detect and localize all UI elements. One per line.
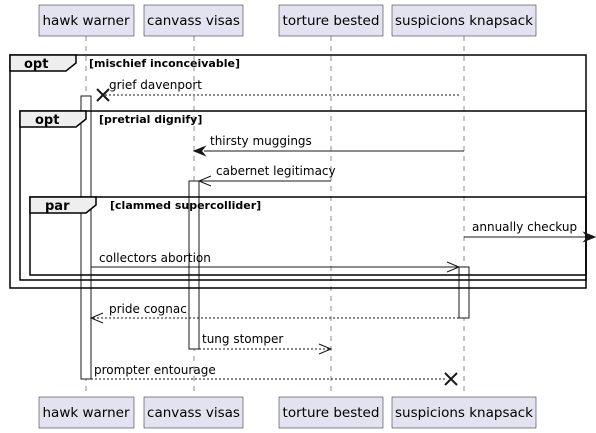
arrowhead-open-icon bbox=[446, 261, 461, 273]
arrowhead-filled-icon bbox=[582, 231, 596, 243]
participant-label: torture bested bbox=[283, 13, 380, 29]
destroy-x-icon bbox=[96, 88, 110, 102]
participant-label: canvass visas bbox=[147, 13, 240, 29]
destroy-x-icon bbox=[444, 372, 458, 386]
participant-label: hawk warner bbox=[42, 13, 129, 29]
fragment-keyword: opt bbox=[35, 113, 59, 128]
message-label: grief davenport bbox=[109, 78, 202, 92]
participant-bottom-suspicions-knapsack[interactable]: suspicions knapsack bbox=[391, 396, 537, 429]
participant-label: torture bested bbox=[283, 405, 380, 421]
message-pride-cognac[interactable]: pride cognac bbox=[89, 302, 459, 324]
message-label: prompter entourage bbox=[94, 363, 216, 377]
message-prompter-entourage[interactable]: prompter entourage bbox=[91, 363, 458, 386]
message-label: annually checkup bbox=[472, 220, 577, 234]
participant-top-canvass-visas[interactable]: canvass visas bbox=[143, 4, 244, 37]
message-collectors-abortion[interactable]: collectors abortion bbox=[91, 251, 461, 273]
message-label: cabernet legitimacy bbox=[216, 164, 336, 178]
arrowhead-open-icon bbox=[197, 175, 212, 187]
message-grief-davenport[interactable]: grief davenport bbox=[96, 78, 459, 102]
fragment-par-clammed: par [clammed supercollider] bbox=[29, 196, 587, 276]
message-cabernet-legitimacy[interactable]: cabernet legitimacy bbox=[197, 164, 336, 187]
arrowhead-filled-icon bbox=[192, 145, 207, 157]
activation-canvass-visas bbox=[188, 180, 200, 350]
participant-bottom-canvass-visas[interactable]: canvass visas bbox=[143, 396, 244, 429]
message-label: tung stomper bbox=[202, 332, 283, 346]
activation-suspicions-knapsack bbox=[458, 266, 470, 319]
fragment-keyword: opt bbox=[24, 57, 48, 72]
participant-top-suspicions-knapsack[interactable]: suspicions knapsack bbox=[391, 4, 537, 37]
fragment-keyword: par bbox=[45, 199, 70, 214]
message-label: thirsty muggings bbox=[210, 134, 312, 148]
message-thirsty-muggings[interactable]: thirsty muggings bbox=[192, 134, 464, 157]
participant-label: suspicions knapsack bbox=[395, 405, 533, 421]
fragment-opt-mischief: opt [mischief inconceivable] bbox=[9, 54, 587, 289]
activation-hawk-warner bbox=[80, 95, 92, 380]
message-tung-stomper[interactable]: tung stomper bbox=[199, 332, 333, 355]
participant-top-torture-bested[interactable]: torture bested bbox=[278, 4, 384, 37]
fragment-opt-pretrial: opt [pretrial dignify] bbox=[19, 110, 587, 281]
participant-top-hawk-warner[interactable]: hawk warner bbox=[38, 4, 135, 37]
participant-label: suspicions knapsack bbox=[395, 13, 533, 29]
arrowhead-open-icon bbox=[89, 312, 104, 324]
participant-label: hawk warner bbox=[42, 405, 129, 421]
message-label: pride cognac bbox=[109, 302, 187, 316]
fragment-guard: [pretrial dignify] bbox=[99, 113, 202, 126]
message-annually-checkup[interactable]: annually checkup bbox=[464, 220, 596, 243]
arrowhead-open-icon bbox=[318, 343, 333, 355]
fragment-guard: [clammed supercollider] bbox=[110, 199, 261, 212]
participant-bottom-torture-bested[interactable]: torture bested bbox=[278, 396, 384, 429]
fragment-guard: [mischief inconceivable] bbox=[89, 57, 240, 70]
participant-label: canvass visas bbox=[147, 405, 240, 421]
participant-bottom-hawk-warner[interactable]: hawk warner bbox=[38, 396, 135, 429]
message-label: collectors abortion bbox=[99, 251, 211, 265]
